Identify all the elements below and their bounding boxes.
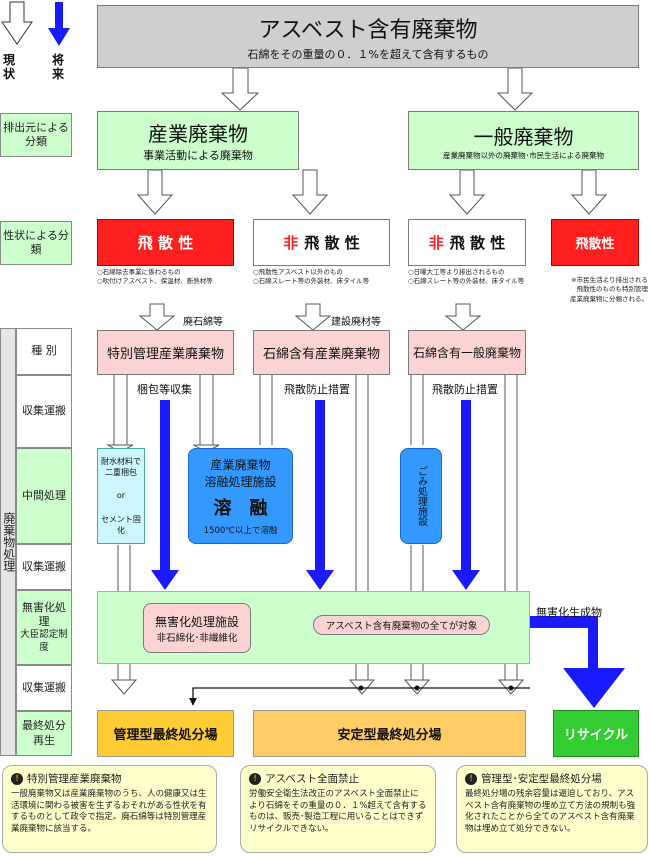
- info-body: 労働安全衛生法改正のアスベスト全面禁止により石綿をその重量の０．１%超えて含有す…: [249, 789, 427, 834]
- top-subtitle: 石綿をその重量の０．１%を超えて含有するもの: [247, 47, 489, 61]
- legend-current-label: 現状: [3, 53, 16, 82]
- melt-line1: 産業廃棄物: [210, 458, 271, 472]
- note-ind-nonscatter: ○飛散性アスベスト以外のもの ○石綿スレート等の外装材、床タイル等: [253, 268, 370, 286]
- legend-white-arrow: [1, 1, 33, 45]
- top-box: アスベスト含有廃棄物 石綿をその重量の０．１%を超えて含有するもの: [97, 5, 639, 68]
- garbage-facility-box: ごみ処理施設: [400, 448, 442, 544]
- label-collect1: 収集運搬: [16, 375, 72, 448]
- industrial-title: 産業廃棄物: [148, 122, 248, 146]
- harmless-target-box: アスベスト含有廃棄物の全てが対象: [313, 615, 490, 635]
- legend-blue-arrow-shaft: [55, 2, 63, 30]
- melt-temp: 1500℃以上で溶融: [203, 526, 278, 536]
- packaging-or: or: [116, 491, 126, 501]
- label-collect3: 収集運搬: [16, 665, 72, 711]
- lightbulb-icon: !: [11, 773, 23, 786]
- label-source: 排出元による分類: [0, 113, 72, 157]
- industrial-subtitle: 事業活動による廃棄物: [143, 149, 253, 162]
- info-title: アスベスト全面禁止: [265, 773, 359, 785]
- packaging-cement: セメント固化: [101, 515, 141, 536]
- gen-nonscatter-text: 飛 散 性: [449, 234, 506, 252]
- info-body: 一般廃棄物又は産業廃棄物のうち、人の健康又は生活環境に関わる被害を生ずるおそれが…: [11, 789, 207, 834]
- arrow-top-general: [496, 67, 534, 111]
- label-final: 最終処分再生: [16, 711, 72, 756]
- stable-landfill-box: 安定型最終処分場: [253, 710, 526, 757]
- recycle-bend-arrow: [528, 616, 625, 708]
- general-subtitle: 産業廃棄物以外の廃棄物･市民生活による廃棄物: [442, 150, 605, 160]
- recycle-box: リサイクル: [553, 710, 639, 757]
- ind-scatter-box: 飛 散 性: [97, 219, 234, 266]
- gen-scatter-box: 飛散性: [551, 219, 639, 266]
- ind-nonscatter-box: 非 飛 散 性: [253, 219, 390, 266]
- caption-building: 建設廃材等: [331, 317, 381, 328]
- info-body: 最終処分場の残余容量は逼迫しており、アスベスト含有廃棄物の埋め立て方法の規制も強…: [465, 789, 636, 834]
- packaging-box: 耐水材料で二重梱包 or セメント固化: [97, 448, 145, 544]
- label-collect2: 収集運搬: [16, 544, 72, 590]
- info-asbestos-ban: ! アスベスト全面禁止 労働安全衛生法改正のアスベスト全面禁止により石綿をその重量…: [240, 765, 436, 853]
- type-asb-ind-box: 石綿含有産業廃棄物: [253, 330, 390, 375]
- ind-nonscatter-text: 飛 散 性: [304, 234, 360, 252]
- caption-waste-asbestos: 廃石綿等: [183, 317, 223, 328]
- harmless-facility-box: 無害化処理施設 非石綿化･非繊維化: [143, 603, 251, 653]
- packaging-double: 耐水材料で二重梱包: [101, 456, 141, 477]
- info-title: 特別管理産業廃棄物: [27, 773, 122, 785]
- info-title: 管理型･安定型最終処分場: [481, 773, 602, 785]
- lightbulb-icon: !: [249, 773, 261, 786]
- label-harmless: 無害化処理 大臣認定制度: [16, 590, 72, 665]
- type-asb-gen-box: 石綿含有一般廃棄物: [408, 330, 526, 375]
- gen-nonscatter-box: 非 飛 散 性: [408, 219, 526, 266]
- harmless-facility-sub: 非石綿化･非繊維化: [156, 632, 238, 644]
- note-gen-scatter: ※市民生活より排出される 飛散性のものも特別管理 産業廃棄物に分類される。: [570, 276, 648, 303]
- ind-nonscatter-prefix: 非: [283, 234, 299, 252]
- managed-landfill-box: 管理型最終処分場: [97, 710, 234, 757]
- melt-facility-box: 産業廃棄物 溶融処理施設 溶 融 1500℃以上で溶融: [188, 448, 293, 544]
- legend-future-label: 将来: [52, 53, 65, 82]
- top-title: アスベスト含有廃棄物: [258, 17, 478, 43]
- note-gen-nonscatter: ○日曜大工等より排出されるもの ○石綿スレート等の外装材、床タイル等: [408, 268, 525, 286]
- general-title: 一般廃棄物: [473, 124, 574, 149]
- type-special-box: 特別管理産業廃棄物: [97, 330, 234, 375]
- info-landfill: ! 管理型･安定型最終処分場 最終処分場の残余容量は逼迫しており、アスベスト含有廃…: [456, 765, 648, 853]
- note-ind-scatter: ○石綿除去事業に係わるもの ○吹付けアスベスト、保温材、断熱材等: [97, 268, 213, 286]
- general-waste-box: 一般廃棄物 産業廃棄物以外の廃棄物･市民生活による廃棄物: [408, 111, 639, 170]
- gen-nonscatter-prefix: 非: [428, 234, 444, 252]
- melt-line2: 溶融処理施設: [204, 475, 277, 489]
- label-mid: 中間処理: [16, 448, 72, 544]
- label-type: 種 別: [16, 328, 72, 375]
- caption-scatter-prevent-ind: 飛散防止措置: [284, 383, 350, 396]
- caption-harmless-product: 無害化生成物: [536, 606, 602, 619]
- label-side-waste: 廃棄物処理: [0, 328, 16, 756]
- industrial-waste-box: 産業廃棄物 事業活動による廃棄物: [97, 111, 299, 170]
- arrow-top-industrial: [220, 67, 260, 111]
- label-harmless-text: 無害化処理: [22, 600, 66, 629]
- caption-pack: 梱包等収集: [137, 383, 192, 396]
- info-special-waste: ! 特別管理産業廃棄物 一般廃棄物又は産業廃棄物のうち、人の健康又は生活環境に関わ…: [2, 765, 217, 853]
- melt-big: 溶 融: [213, 498, 268, 519]
- harmless-facility-title: 無害化処理施設: [154, 614, 239, 629]
- lightbulb-icon: !: [465, 773, 477, 786]
- label-nature: 性状による分類: [0, 221, 72, 265]
- caption-scatter-prevent-gen: 飛散防止措置: [432, 383, 498, 396]
- label-approval-text: 大臣認定制度: [20, 629, 68, 653]
